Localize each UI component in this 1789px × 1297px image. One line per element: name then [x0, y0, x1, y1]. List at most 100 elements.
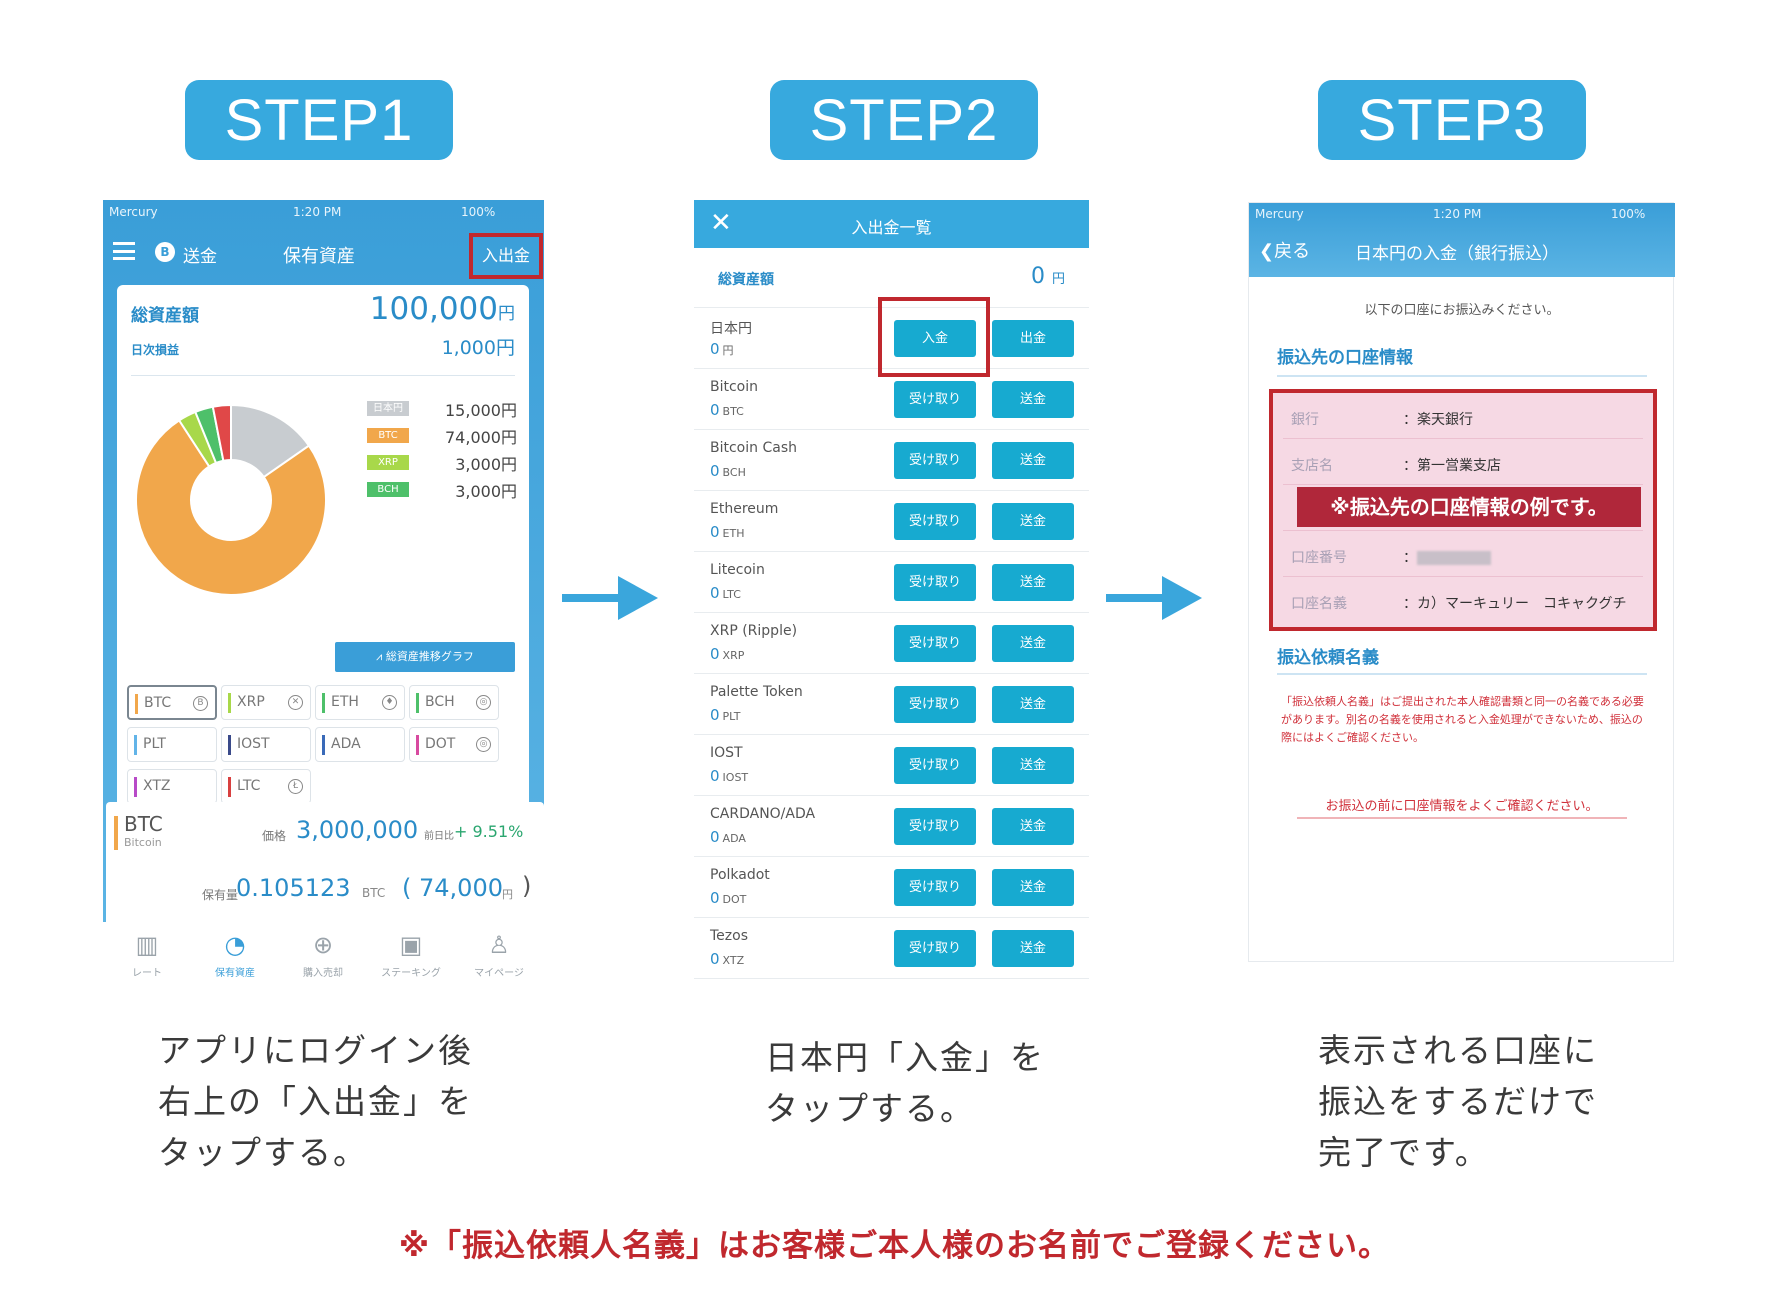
account-key: 支店名 [1291, 458, 1333, 474]
deposit-button[interactable]: 入金 [894, 320, 976, 357]
currency-name: Bitcoin Cash [710, 440, 797, 456]
currency-unit: DOT [722, 893, 747, 906]
receive-button[interactable]: 受け取り [894, 564, 976, 601]
step1-badge: STEP1 [185, 80, 453, 160]
send-button[interactable]: 送金 [992, 625, 1074, 662]
receive-button[interactable]: 受け取り [894, 869, 976, 906]
coin-color-bar [416, 693, 419, 713]
caption-line: タップする。 [765, 1089, 975, 1128]
send-button[interactable]: 送金 [992, 930, 1074, 967]
tab-label: 保有資産 [215, 968, 255, 979]
tab-trade[interactable]: ⊕購入売却 [279, 928, 367, 988]
receive-button[interactable]: 受け取り [894, 686, 976, 723]
divider [1277, 375, 1647, 377]
graph-icon: ⩘ [376, 650, 386, 663]
step2-badge: STEP2 [770, 80, 1038, 160]
jpy-unit: 円 [502, 888, 513, 901]
currency-unit: BCH [722, 466, 746, 479]
currency-unit: XRP [722, 649, 745, 662]
yen-unit: 円 [498, 304, 515, 324]
receive-button[interactable]: 受け取り [894, 930, 976, 967]
coin-color-bar [228, 693, 231, 713]
plus-circle-icon: ⊕ [312, 931, 334, 959]
change-value: + 9.51% [454, 822, 524, 841]
currency-unit: PLT [722, 710, 741, 723]
receive-button[interactable]: 受け取り [894, 442, 976, 479]
step2-caption: 日本円「入金」を タップする。 [765, 1032, 1045, 1134]
currency-unit: BTC [722, 405, 744, 418]
legend-tag: BCH [367, 482, 409, 497]
tab-rate[interactable]: ▥レート [103, 928, 191, 988]
receive-button[interactable]: 受け取り [894, 503, 976, 540]
send-button[interactable]: 送金 [992, 686, 1074, 723]
receive-button[interactable]: 受け取り [894, 381, 976, 418]
coin-chip[interactable]: ADA [315, 727, 405, 762]
total-assets-value: 0 円 [1030, 264, 1065, 289]
step3-screenshot: Mercury 1:20 PM 100% ❮戻る 日本円の入金（銀行振込） 以下… [1248, 202, 1675, 962]
send-button[interactable]: 送金 [183, 247, 217, 267]
coin-color-bar [228, 735, 231, 755]
currency-unit: IOST [722, 771, 749, 784]
coin-color-bar [322, 693, 325, 713]
send-button[interactable]: 送金 [992, 747, 1074, 784]
tab-staking[interactable]: ▣ステーキング [367, 928, 455, 988]
receive-button[interactable]: 受け取り [894, 747, 976, 784]
tab-mypage[interactable]: ♙マイページ [455, 928, 543, 988]
coin-chip[interactable]: ETH♦ [315, 685, 405, 720]
deposit-withdraw-button[interactable]: 入出金 [469, 233, 543, 279]
coin-icon: Ł [288, 779, 303, 794]
account-key: 口座名義 [1291, 596, 1347, 612]
coin-color-bar [134, 777, 137, 797]
withdraw-button[interactable]: 出金 [992, 320, 1074, 357]
coin-label: DOT [425, 736, 456, 752]
back-button[interactable]: ❮戻る [1259, 237, 1310, 263]
tab-assets[interactable]: ◔保有資産 [191, 928, 279, 988]
send-button[interactable]: 送金 [992, 381, 1074, 418]
coin-chip[interactable]: XRP✕ [221, 685, 311, 720]
send-button[interactable]: 送金 [992, 564, 1074, 601]
btc-summary-card[interactable]: BTC Bitcoin 価格 3,000,000 前日比 + 9.51% 保有量… [106, 802, 544, 926]
send-button[interactable]: 送金 [992, 503, 1074, 540]
coin-chip[interactable]: DOT◎ [409, 727, 499, 762]
legend-value: 3,000円 [455, 482, 517, 501]
currency-name: IOST [710, 745, 743, 761]
coin-icon: ◎ [476, 695, 491, 710]
divider [1297, 817, 1627, 819]
holding-value: 0.105123 [236, 874, 351, 902]
caption-line: 振込をするだけで [1318, 1082, 1598, 1121]
menu-icon[interactable] [113, 242, 135, 260]
chart-icon: ▥ [135, 931, 159, 959]
coin-label: BCH [425, 694, 455, 710]
carrier: Mercury [109, 205, 158, 219]
coin-chip[interactable]: BCH ◎ [409, 685, 499, 720]
coin-chip[interactable]: PLT [127, 727, 217, 762]
send-button[interactable]: 送金 [992, 869, 1074, 906]
account-value: ：第一営業支店 [1403, 458, 1501, 474]
bitcoin-icon[interactable]: B [155, 242, 175, 262]
currency-name: CARDANO/ADA [710, 806, 816, 822]
coin-chip[interactable]: IOST [221, 727, 311, 762]
account-row-number: 口座番号： [1283, 533, 1643, 577]
coin-chip[interactable]: XTZ [127, 769, 217, 804]
currency-name: Litecoin [710, 562, 765, 578]
close-icon[interactable]: ✕ [710, 208, 732, 238]
currency-name: Bitcoin [710, 379, 759, 395]
coin-color-bar [322, 735, 325, 755]
asset-history-graph-button[interactable]: ⩘ 総資産推移グラフ [335, 642, 515, 672]
allocation-donut-chart [135, 403, 327, 596]
receive-button[interactable]: 受け取り [894, 625, 976, 662]
send-button[interactable]: 送金 [992, 808, 1074, 845]
receive-button[interactable]: 受け取り [894, 808, 976, 845]
send-button[interactable]: 送金 [992, 442, 1074, 479]
holding-unit: BTC [362, 886, 386, 900]
